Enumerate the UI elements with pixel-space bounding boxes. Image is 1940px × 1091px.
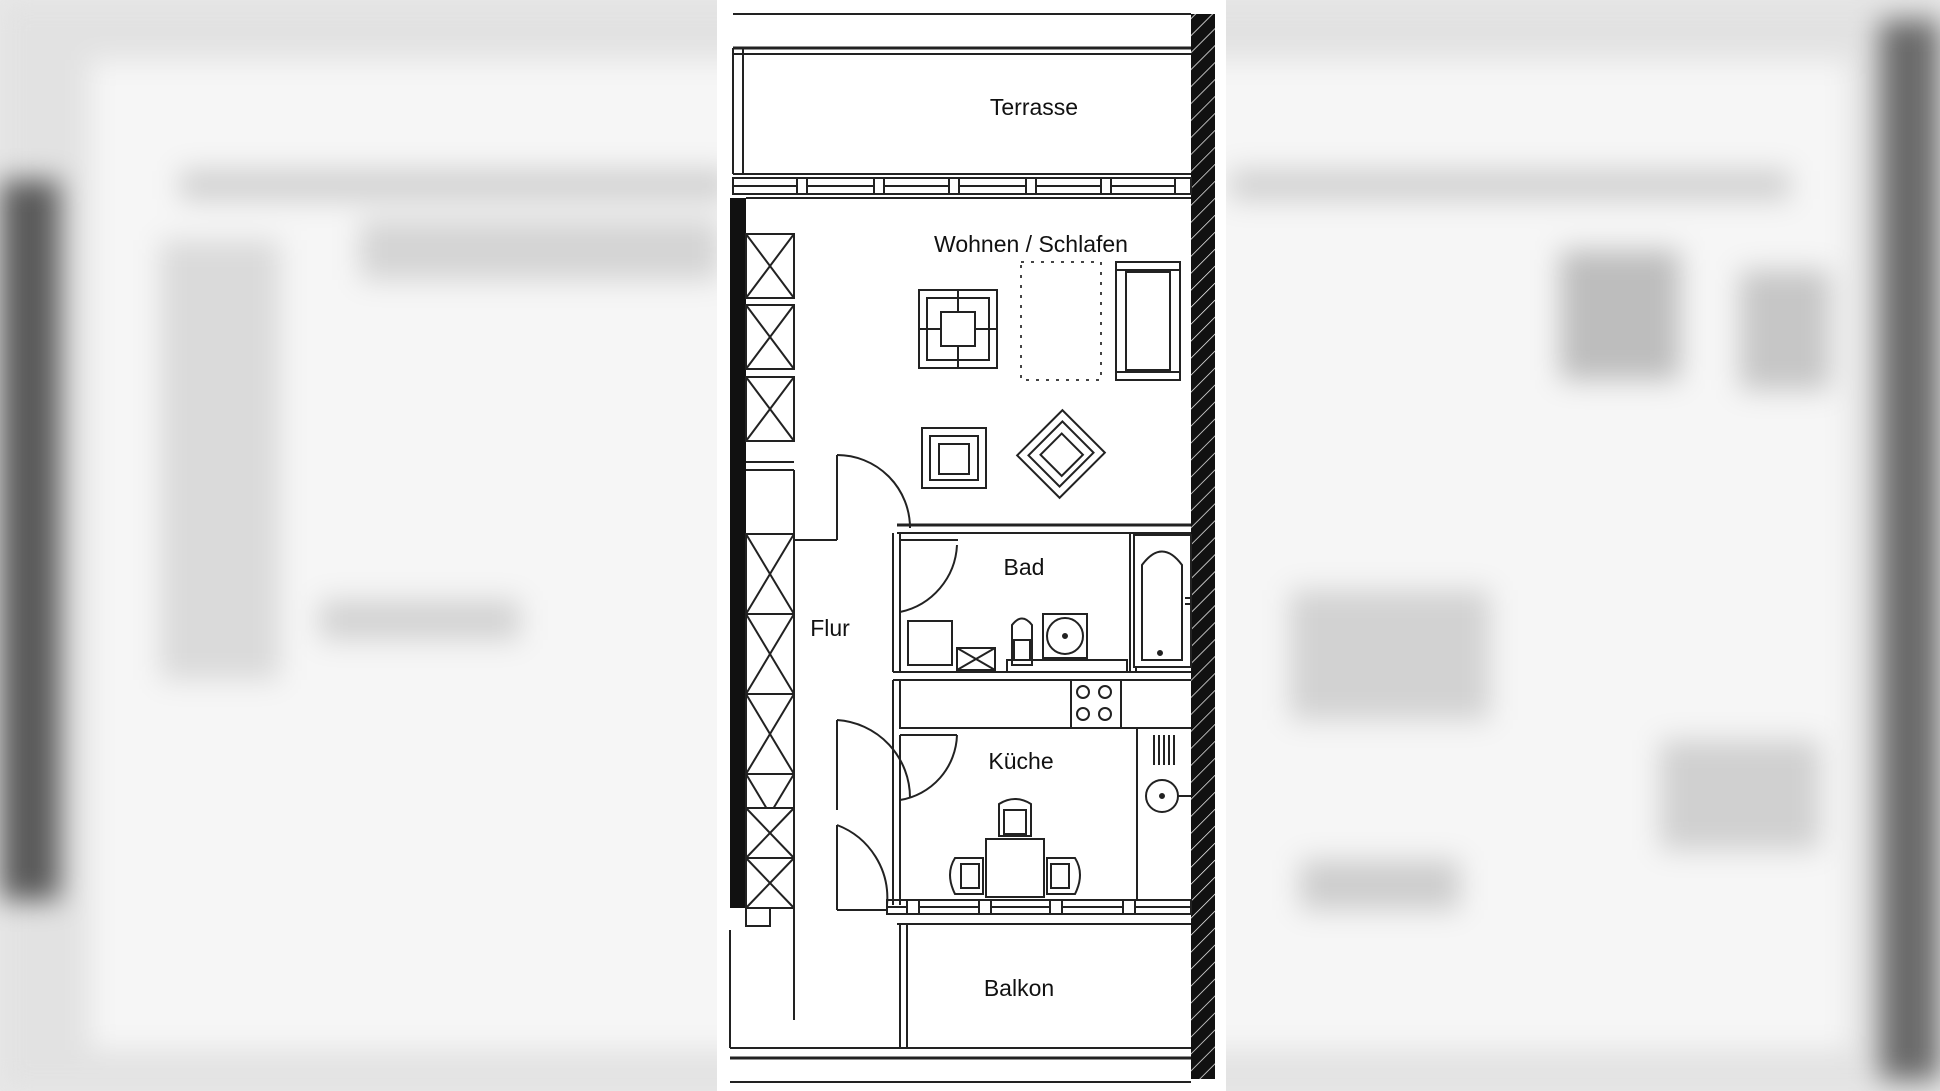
balcony-area: [729, 923, 1191, 1083]
interior-wall-left: [730, 198, 746, 908]
floor-plan-drawing: Terrasse Wohnen / Schlafen Bad Flur Küch…: [729, 13, 1215, 1083]
room-label-bath: Bad: [1004, 554, 1045, 580]
floor-plan: Terrasse Wohnen / Schlafen Bad Flur Küch…: [717, 0, 1226, 1091]
balcony-window: [886, 899, 1192, 915]
exterior-wall-right: [1191, 14, 1215, 1079]
coffee-table: [918, 289, 998, 369]
room-label-balcony: Balkon: [984, 975, 1054, 1001]
room-label-hall: Flur: [810, 615, 850, 641]
bathtub: [1133, 534, 1192, 668]
armchair-left: [921, 427, 987, 489]
room-label-living: Wohnen / Schlafen: [934, 231, 1128, 257]
hall-wardrobe: [745, 533, 795, 867]
terrace-area: [732, 13, 1191, 175]
kitchen-sink: [1145, 779, 1191, 813]
armchair-rotated: [1015, 408, 1107, 500]
room-label-kitchen: Küche: [988, 748, 1053, 774]
hall-walls: [793, 719, 912, 1020]
kitchen-radiator: [1153, 735, 1175, 765]
kitchen-counter: [899, 679, 1122, 729]
wardrobe-column: [745, 233, 795, 471]
dining-table-set: [949, 798, 1081, 898]
rug-outline: [1020, 261, 1102, 381]
kitchen-walls: [892, 680, 1191, 905]
bathroom-fixtures: [907, 613, 1128, 673]
hall-wardrobe-lower: [745, 807, 795, 927]
sofa: [1115, 261, 1181, 381]
living-room-walls: [746, 197, 1191, 541]
terrace-window: [732, 177, 1192, 195]
room-label-terrace: Terrasse: [990, 94, 1078, 120]
